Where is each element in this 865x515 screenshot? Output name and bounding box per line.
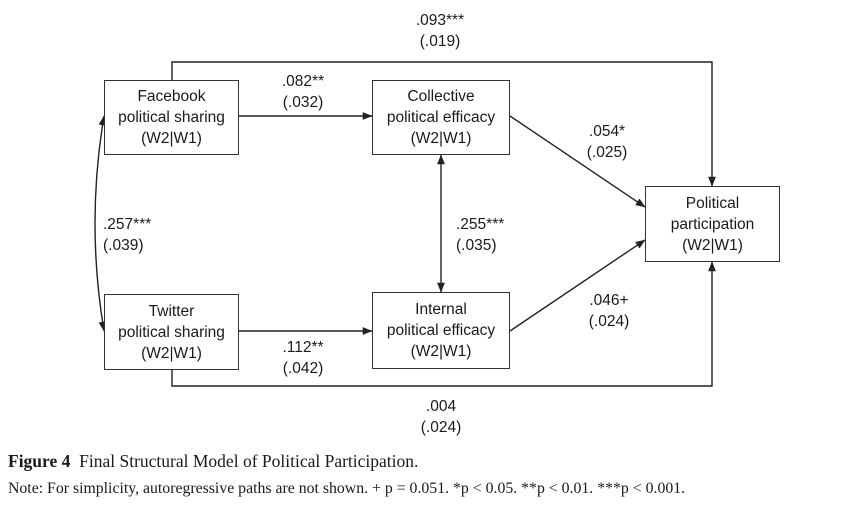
coef-collective-internal-cov: .255*** (.035)	[456, 214, 504, 256]
node-internal-efficacy: Internal political efficacy (W2|W1)	[372, 292, 510, 369]
coef-fb-twitter-cov-value: .257***	[103, 216, 152, 233]
node-participation-line1: Political	[685, 194, 740, 212]
figure-label: Figure 4	[8, 451, 71, 471]
coef-fb-participation-se: (.019)	[419, 33, 461, 50]
coef-twitter-internal-value: .112**	[282, 339, 324, 356]
path-diagram: Facebook political sharing (W2|W1) Twitt…	[94, 10, 780, 438]
node-twitter-line1: Twitter	[148, 302, 195, 320]
coef-internal-participation: .046+ (.024)	[574, 290, 644, 332]
coef-twitter-internal: .112** (.042)	[268, 337, 338, 379]
coef-twitter-participation-value: .004	[425, 398, 457, 415]
node-twitter-line3: (W2|W1)	[141, 344, 202, 362]
node-internal-line3: (W2|W1)	[410, 343, 472, 360]
coef-collective-participation-value: .054*	[588, 123, 626, 140]
coef-fb-twitter-cov: .257*** (.039)	[103, 214, 151, 256]
node-twitter-line2: political sharing	[118, 323, 225, 341]
node-facebook-line2: political sharing	[118, 109, 225, 126]
node-collective-line3: (W2|W1)	[410, 130, 472, 147]
node-political-participation: Political participation (W2|W1)	[645, 186, 780, 262]
path-arrows	[94, 61, 716, 387]
node-facebook-line1: Facebook	[137, 88, 206, 105]
coef-fb-participation-value: .093***	[415, 12, 465, 29]
node-collective-line1: Collective	[407, 88, 475, 105]
path-twitter-participation	[171, 261, 716, 387]
node-facebook-sharing: Facebook political sharing (W2|W1)	[104, 80, 239, 155]
node-internal-line1: Internal	[415, 301, 467, 318]
node-collective-efficacy: Collective political efficacy (W2|W1)	[372, 80, 510, 155]
node-participation-line2: participation	[670, 215, 755, 233]
coef-twitter-participation: .004 (.024)	[406, 396, 476, 438]
node-facebook-line3: (W2|W1)	[141, 130, 202, 147]
cov-fb-twitter	[94, 115, 107, 332]
coef-fb-collective-se: (.032)	[282, 94, 324, 111]
path-internal-participation	[509, 239, 646, 332]
coef-fb-participation: .093*** (.019)	[405, 10, 475, 52]
coef-twitter-participation-se: (.024)	[420, 419, 462, 436]
coef-collective-internal-cov-value: .255***	[456, 216, 505, 233]
coef-collective-internal-cov-se: (.035)	[456, 237, 497, 254]
figure-caption: Figure 4 Final Structural Model of Polit…	[8, 450, 418, 473]
coef-twitter-internal-se: (.042)	[282, 360, 324, 377]
figure-note: Note: For simplicity, autoregressive pat…	[8, 480, 686, 497]
node-internal-line2: political efficacy	[386, 322, 496, 339]
node-twitter-sharing: Twitter political sharing (W2|W1)	[104, 294, 239, 370]
coef-fb-twitter-cov-se: (.039)	[103, 237, 144, 254]
node-collective-line2: political efficacy	[386, 109, 496, 126]
coef-internal-participation-value: .046+	[589, 292, 629, 309]
coef-collective-participation: .054* (.025)	[572, 121, 642, 163]
node-participation-line3: (W2|W1)	[682, 236, 743, 254]
coef-internal-participation-se: (.024)	[588, 313, 630, 330]
path-fb-participation	[171, 61, 716, 187]
coef-fb-collective: .082** (.032)	[268, 71, 338, 113]
path-collective-participation	[509, 115, 646, 208]
figure-title: Final Structural Model of Political Part…	[79, 451, 419, 471]
coef-collective-participation-se: (.025)	[586, 144, 628, 161]
coef-fb-collective-value: .082**	[281, 73, 325, 90]
